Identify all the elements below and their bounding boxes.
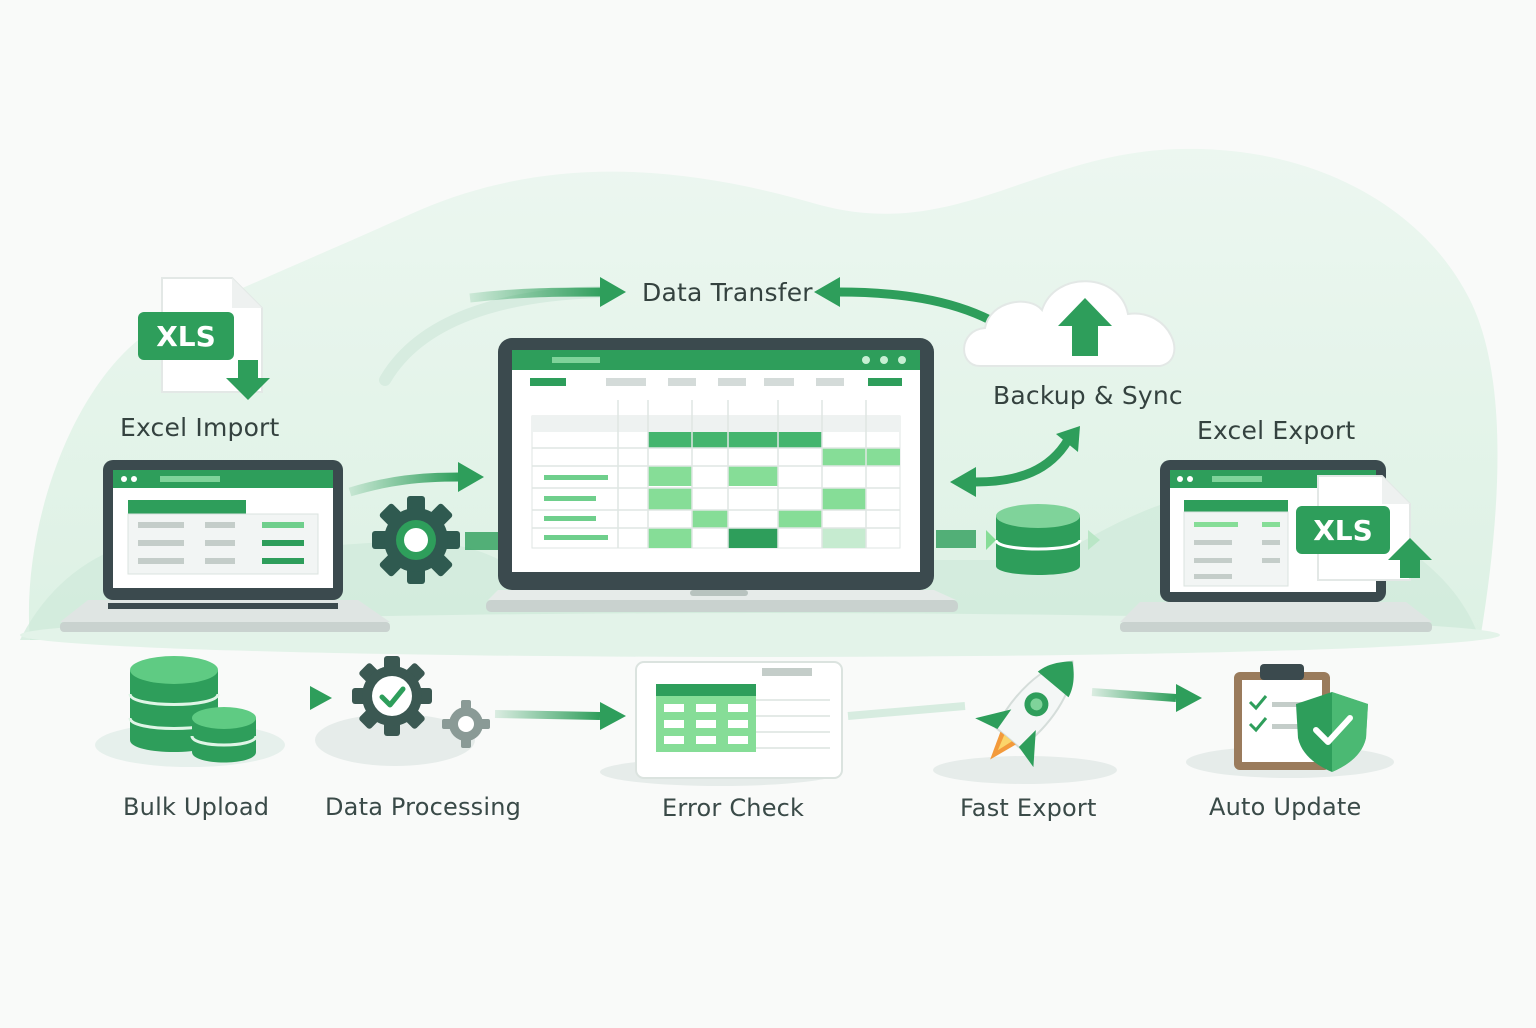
database-icon	[986, 504, 1100, 575]
gear-check-icon	[315, 656, 490, 766]
left-laptop	[60, 460, 390, 632]
excel-import-label: Excel Import	[120, 413, 280, 442]
xls-upload-file-icon: XLS	[1296, 475, 1432, 581]
fast-export-label: Fast Export	[960, 794, 1097, 822]
processing-arrow	[494, 702, 626, 730]
data-transfer-arrows	[379, 277, 995, 386]
bulk-upload-label: Bulk Upload	[123, 793, 270, 821]
excel-export-label: Excel Export	[1197, 416, 1356, 445]
clipboard-shield-icon	[1186, 664, 1394, 778]
rocket-icon	[933, 660, 1117, 784]
backup-sync-label: Backup & Sync	[993, 381, 1183, 410]
data-processing-label: Data Processing	[325, 793, 522, 821]
backup-arrows	[936, 426, 1080, 548]
auto-update-label: Auto Update	[1209, 793, 1362, 821]
gear-icon	[372, 496, 460, 584]
spreadsheet-grid	[531, 400, 901, 549]
xls-badge-import: XLS	[156, 320, 216, 353]
database-stack-icon	[95, 656, 285, 767]
bulk-arrow	[228, 686, 332, 710]
import-arrow	[348, 462, 503, 550]
error-check-label: Error Check	[662, 794, 805, 822]
export-arrow	[1091, 684, 1202, 712]
cloud-upload-icon	[963, 280, 1176, 367]
spreadsheet-window-icon	[600, 661, 843, 786]
data-transfer-label: Data Transfer	[642, 278, 813, 307]
center-laptop	[486, 338, 958, 612]
error-check-connector	[847, 702, 966, 720]
xls-badge-export: XLS	[1313, 514, 1373, 547]
xls-download-file-icon: XLS	[138, 277, 270, 400]
